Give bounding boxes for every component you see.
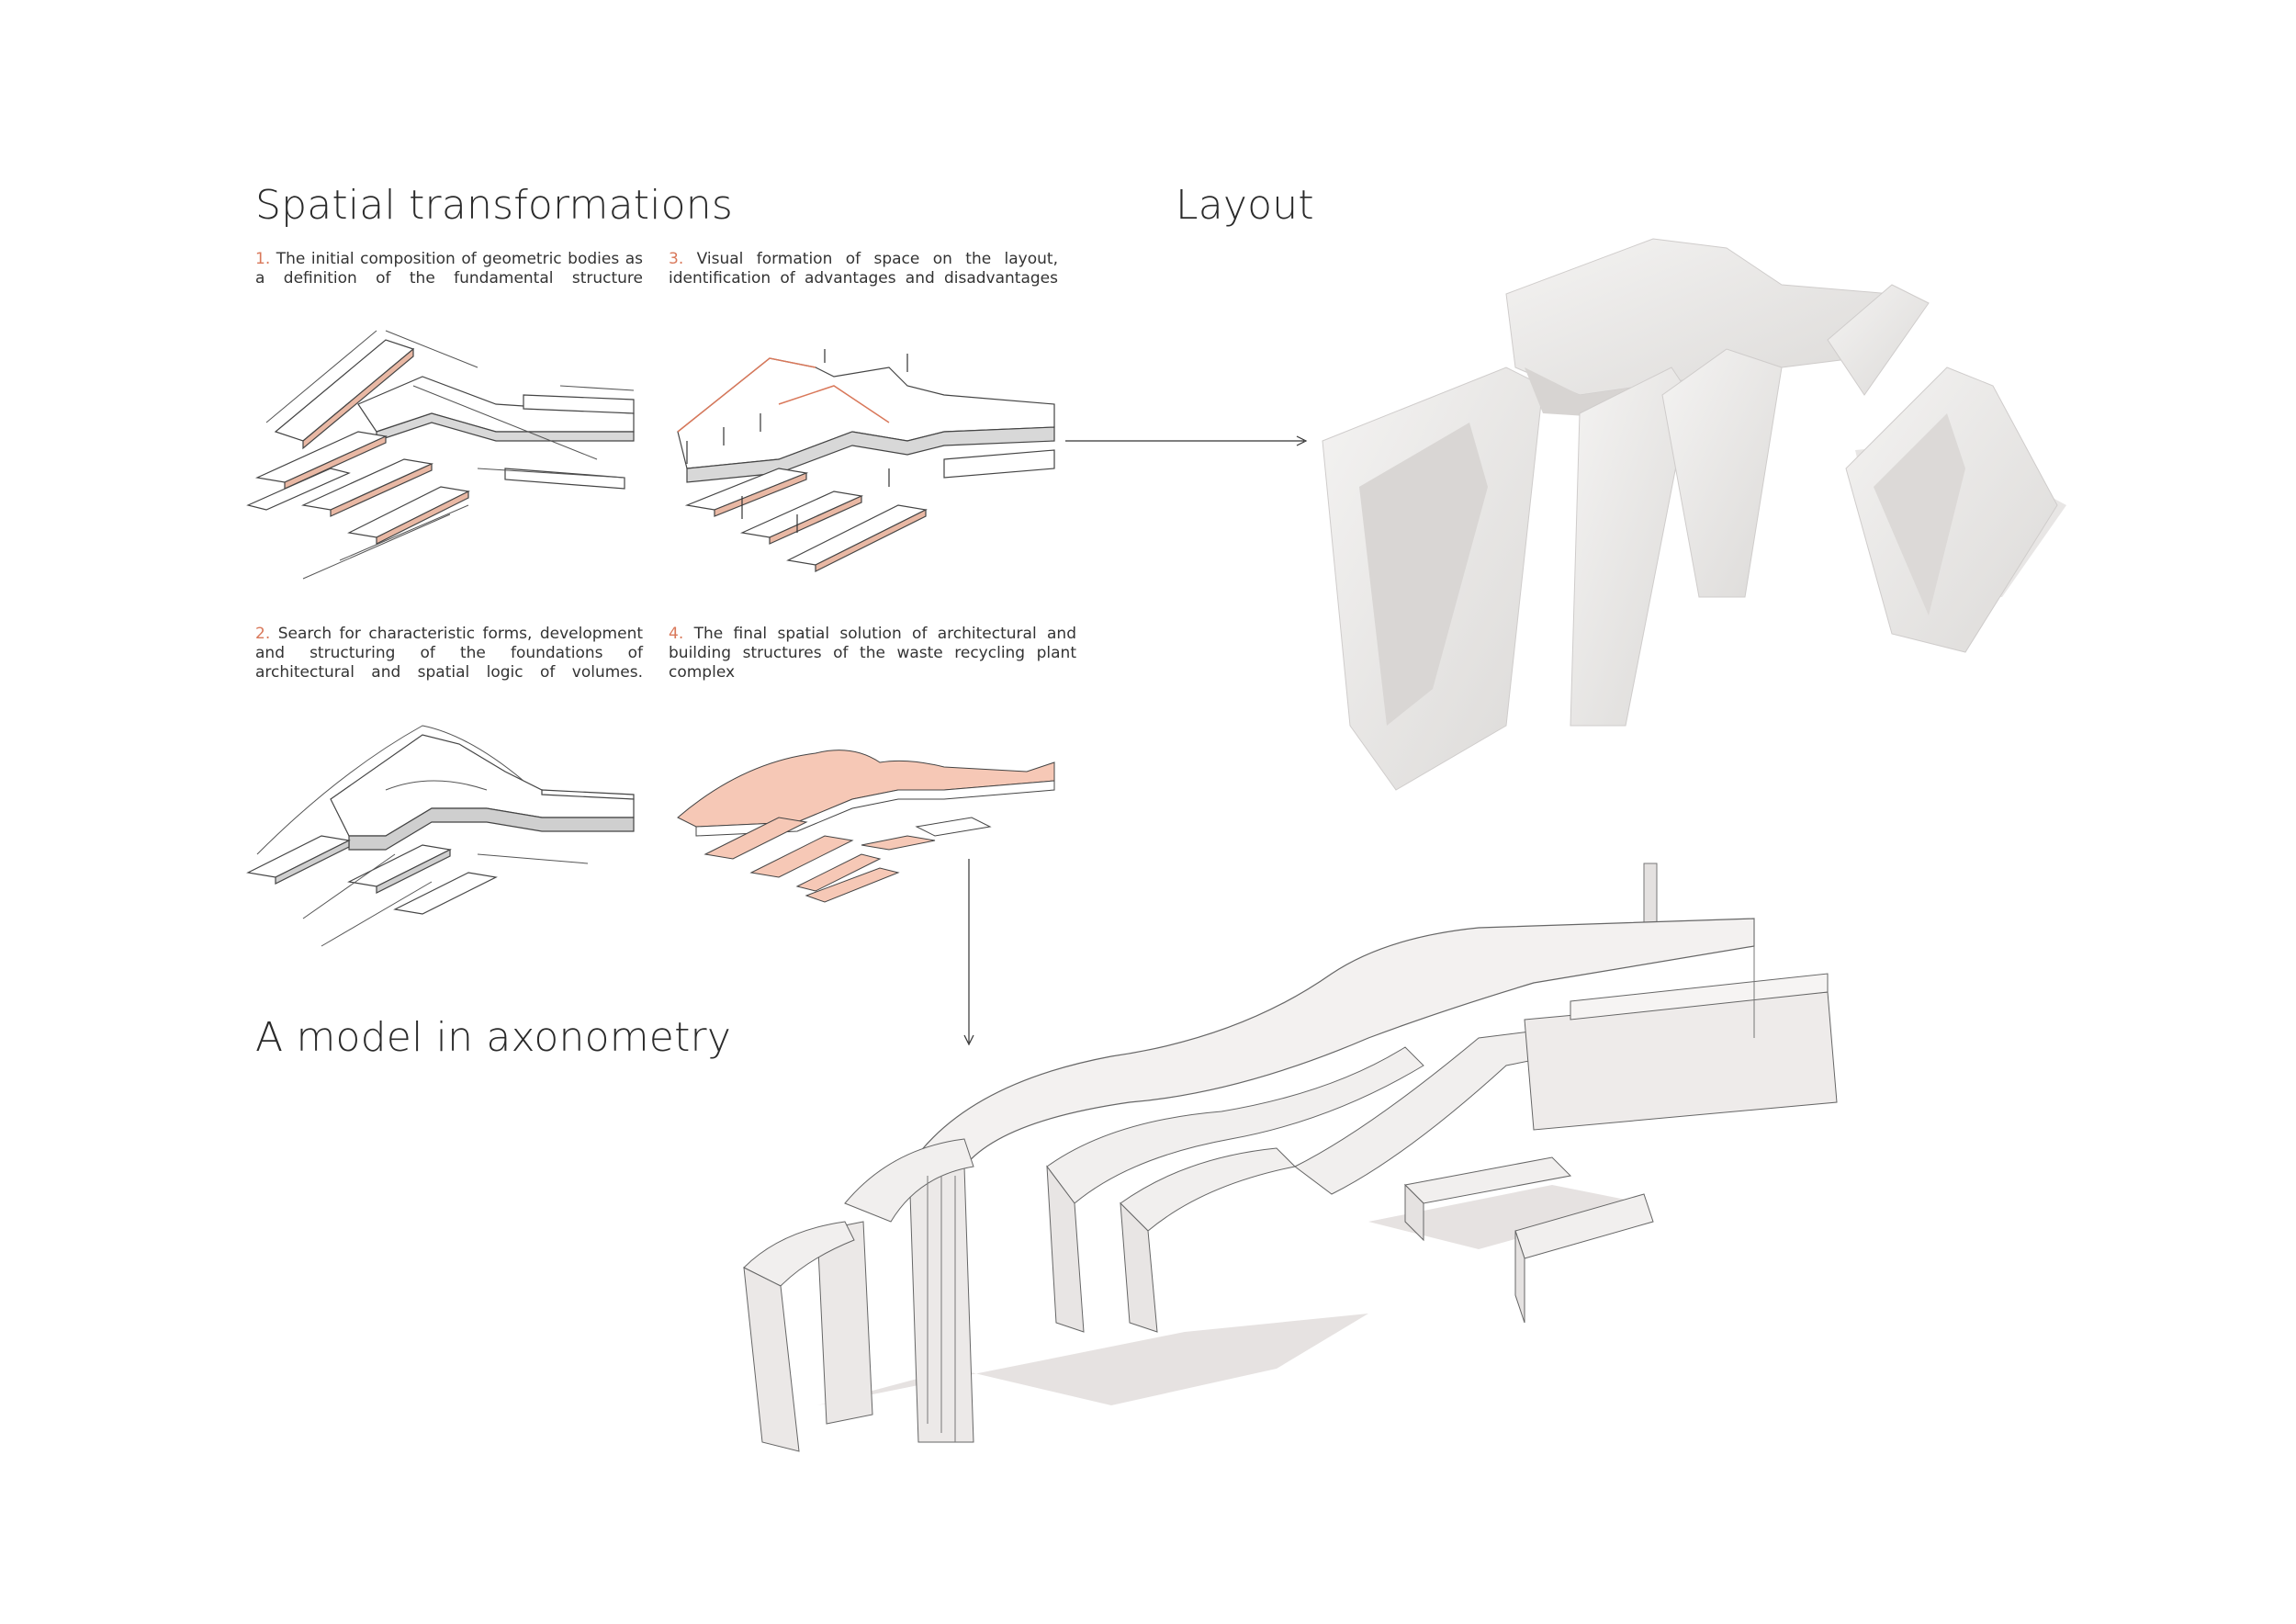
step-4-number: 4. xyxy=(669,625,684,643)
axonometry-model-drawing xyxy=(743,863,1838,1452)
step-4-text: The final spatial solution of architectu… xyxy=(669,625,1077,682)
heading-spatial-transformations: Spatial transformations xyxy=(255,182,733,229)
step-3-number: 3. xyxy=(669,250,684,268)
step-3-caption: 3. Visual formation of space on the layo… xyxy=(669,250,1058,288)
figure-step-4-final xyxy=(677,750,1055,903)
figure-step-2-forms xyxy=(246,725,635,947)
step-4-caption: 4. The final spatial solution of archite… xyxy=(669,625,1076,682)
step-3-text: Visual formation of space on the layout,… xyxy=(669,250,1058,288)
heading-axonometry: A model in axonometry xyxy=(255,1014,732,1061)
heading-layout: Layout xyxy=(1176,182,1314,229)
step-1-caption: 1. The initial composition of geometric … xyxy=(255,250,643,288)
arrow-to-layout xyxy=(1065,435,1308,446)
step-2-text: Search for characteristic forms, develop… xyxy=(255,625,644,682)
step-2-caption: 2. Search for characteristic forms, deve… xyxy=(255,625,643,682)
figure-step-3-formation xyxy=(677,349,1055,572)
step-1-number: 1. xyxy=(255,250,271,268)
step-1-text: The initial composition of geometric bod… xyxy=(255,250,643,288)
figure-step-1-composition xyxy=(246,330,635,580)
layout-model-image xyxy=(1322,238,2066,791)
step-2-number: 2. xyxy=(255,625,271,643)
arrow-to-axonometry xyxy=(963,859,974,1046)
